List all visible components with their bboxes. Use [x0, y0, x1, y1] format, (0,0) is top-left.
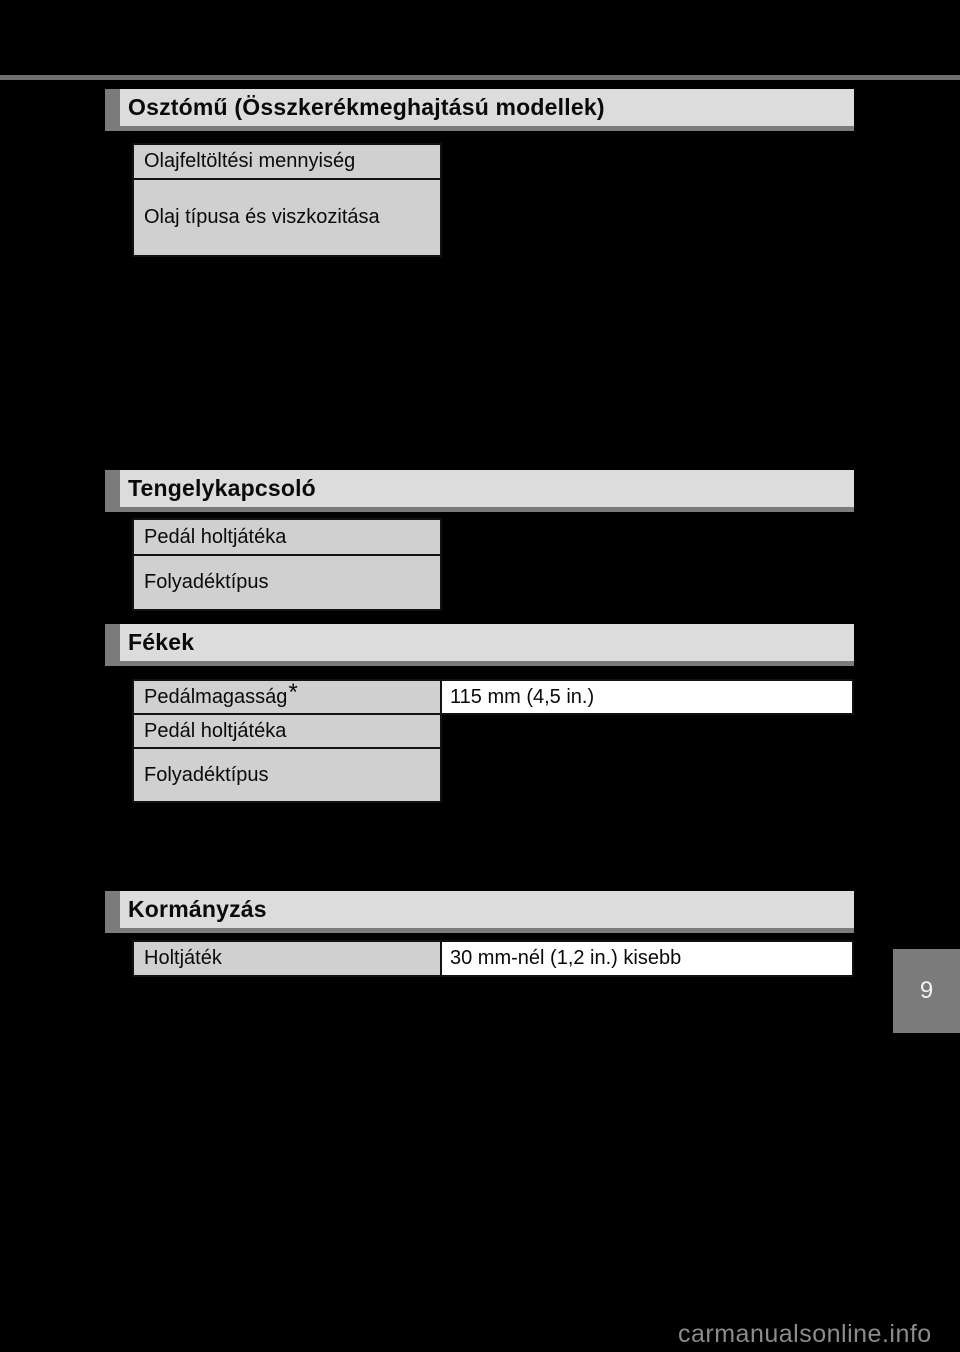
table-row: Folyadéktípus: [132, 747, 854, 803]
spec-table-fekek: Pedálmagasság* 115 mm (4,5 in.) Pedál ho…: [132, 679, 854, 803]
spec-value-cell: 30 mm-nél (1,2 in.) kisebb: [442, 940, 854, 977]
spec-table-tengelykapcsolo: Pedál holtjátéka Folyadéktípus: [132, 518, 442, 611]
table-row: Olaj típusa és viszkozitása: [132, 178, 442, 257]
top-divider-rule: [0, 75, 960, 80]
section-title: Osztómű (Összkerékmeghajtású modellek): [120, 89, 854, 126]
spec-label-cell: Folyadéktípus: [132, 554, 442, 611]
spec-label-text: Pedálmagasság: [144, 685, 288, 708]
table-row: Folyadéktípus: [132, 554, 442, 611]
section-title: Kormányzás: [120, 891, 854, 928]
table-row: Pedál holtjátéka: [132, 518, 442, 556]
spec-label-cell: Pedál holtjátéka: [132, 713, 442, 749]
section-title: Fékek: [120, 624, 854, 661]
spec-table-osztomu: Olajfeltöltési mennyiség Olaj típusa és …: [132, 143, 442, 257]
spec-label-cell: Olaj típusa és viszkozitása: [132, 178, 442, 257]
spec-label-cell: Pedál holtjátéka: [132, 518, 442, 556]
table-row: Olajfeltöltési mennyiség: [132, 143, 442, 180]
spec-label-cell: Pedálmagasság*: [132, 679, 442, 715]
table-row: Pedálmagasság* 115 mm (4,5 in.): [132, 679, 854, 715]
spec-label-cell: Folyadéktípus: [132, 747, 442, 803]
spec-label-cell: Holtjáték: [132, 940, 442, 977]
spec-label-cell: Olajfeltöltési mennyiség: [132, 143, 442, 180]
section-header-fekek: Fékek: [105, 624, 854, 666]
watermark-text: carmanualsonline.info: [678, 1320, 932, 1348]
section-header-osztomu: Osztómű (Összkerékmeghajtású modellek): [105, 89, 854, 131]
table-row: Pedál holtjátéka: [132, 713, 854, 749]
section-title: Tengelykapcsoló: [120, 470, 854, 507]
section-header-kormanyzas: Kormányzás: [105, 891, 854, 933]
spec-table-kormanyzas: Holtjáték 30 mm-nél (1,2 in.) kisebb: [132, 940, 854, 977]
spec-value-cell: 115 mm (4,5 in.): [442, 679, 854, 715]
section-header-tengelykapcsolo: Tengelykapcsoló: [105, 470, 854, 512]
table-row: Holtjáték 30 mm-nél (1,2 in.) kisebb: [132, 940, 854, 977]
page-number-tab: 9: [893, 949, 960, 1033]
